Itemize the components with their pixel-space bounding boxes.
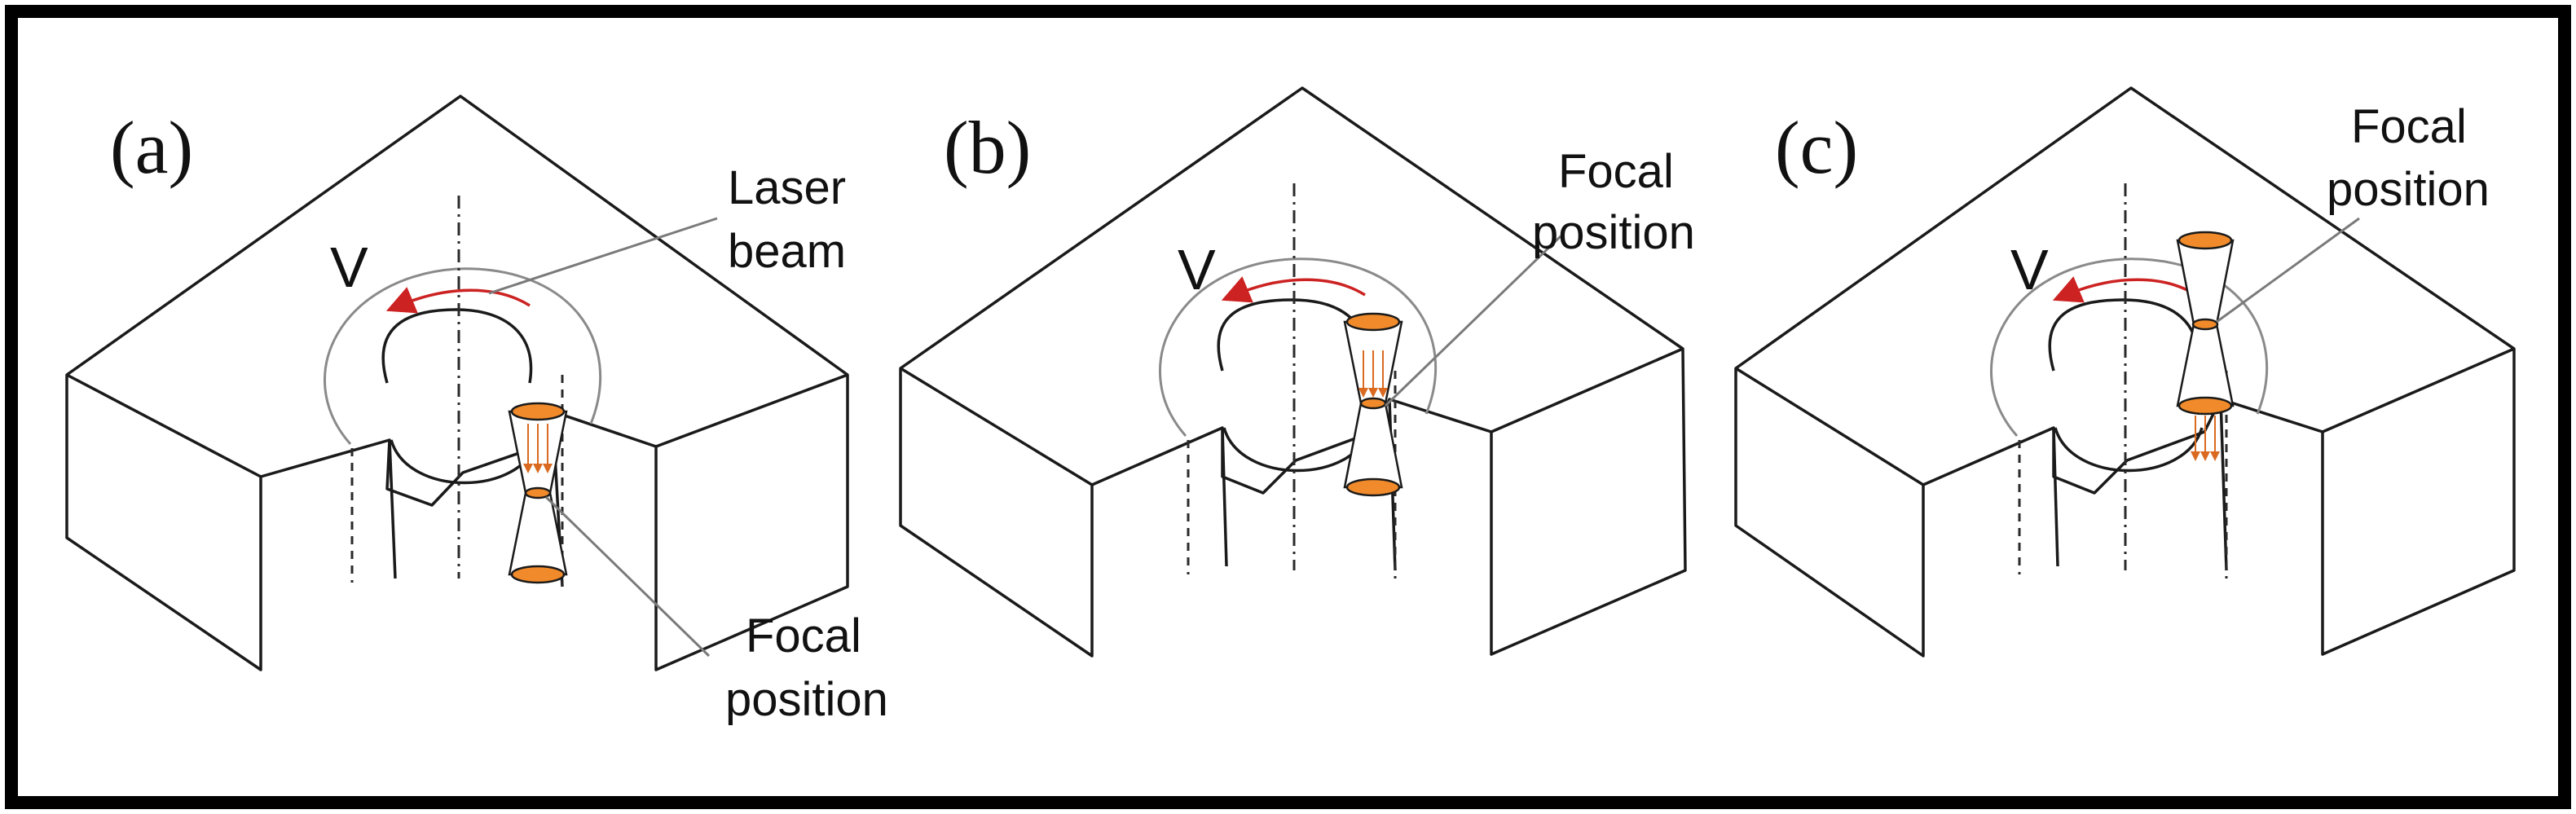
callout-text: position (1532, 206, 1695, 259)
orbit-ring (324, 267, 602, 445)
callout-text: position (725, 673, 888, 726)
block-outline (1734, 86, 2516, 658)
rotation-arrow (1221, 276, 1366, 303)
block-edge (388, 439, 397, 579)
leader-focal (2216, 217, 2360, 323)
velocity-label: V (330, 235, 368, 299)
block-edge (1735, 367, 1924, 486)
callout-text: Focal (2351, 100, 2467, 153)
velocity-label: V (2010, 238, 2049, 301)
panel-b: (b) V Focal position (899, 86, 1695, 658)
block-edge (1221, 427, 1228, 567)
rotation-arrow (2052, 276, 2197, 303)
callout-text: Focal (1558, 145, 1674, 198)
velocity-label: V (1178, 238, 1216, 301)
leader-focal (1384, 235, 1562, 407)
keyhole-top (2048, 298, 2200, 372)
panel-label: (b) (944, 106, 1031, 189)
callout-text: beam (728, 225, 846, 278)
block-edge (2322, 347, 2515, 433)
beam-bottom-ellipse (1345, 477, 1401, 497)
beam-focal-ellipse (524, 486, 552, 499)
beam-top-ellipse (510, 402, 566, 421)
beam-top-ellipse (1345, 312, 1401, 332)
beam-focal-ellipse (1359, 397, 1387, 410)
beam-bottom-ellipse (2177, 396, 2233, 416)
block-edge (2219, 398, 2228, 571)
panel-label: (c) (1775, 106, 1858, 189)
beam-focal-ellipse (2191, 318, 2219, 331)
block-outline (65, 95, 849, 671)
orbit-ring (1159, 257, 1438, 437)
orbit-ring (1990, 257, 2269, 437)
keyhole-bottom (2054, 427, 2204, 473)
block-edge (66, 373, 262, 478)
figure-frame (5, 5, 2571, 809)
block-edge (655, 373, 848, 448)
leader-laser-beam (488, 217, 718, 295)
keyhole-top (381, 308, 533, 384)
callout-text: Laser (728, 161, 846, 214)
beam-top-ellipse (2177, 231, 2233, 250)
panel-c: (c) V Focal position (1734, 86, 2516, 658)
block-outline (899, 86, 1687, 658)
block-edge (1491, 347, 1684, 433)
beam-bottom-ellipse (510, 565, 566, 584)
block-edge (900, 367, 1093, 486)
callout-text: position (2327, 163, 2490, 216)
rotation-arrow (385, 287, 531, 314)
block-edge (2052, 427, 2059, 567)
leader-focal (544, 495, 711, 658)
panel-label: (a) (110, 106, 193, 189)
callout-text: Focal (746, 609, 861, 662)
keyhole-top (1217, 298, 1368, 372)
panel-a: (a) V Laser beam Focal position (65, 95, 888, 726)
